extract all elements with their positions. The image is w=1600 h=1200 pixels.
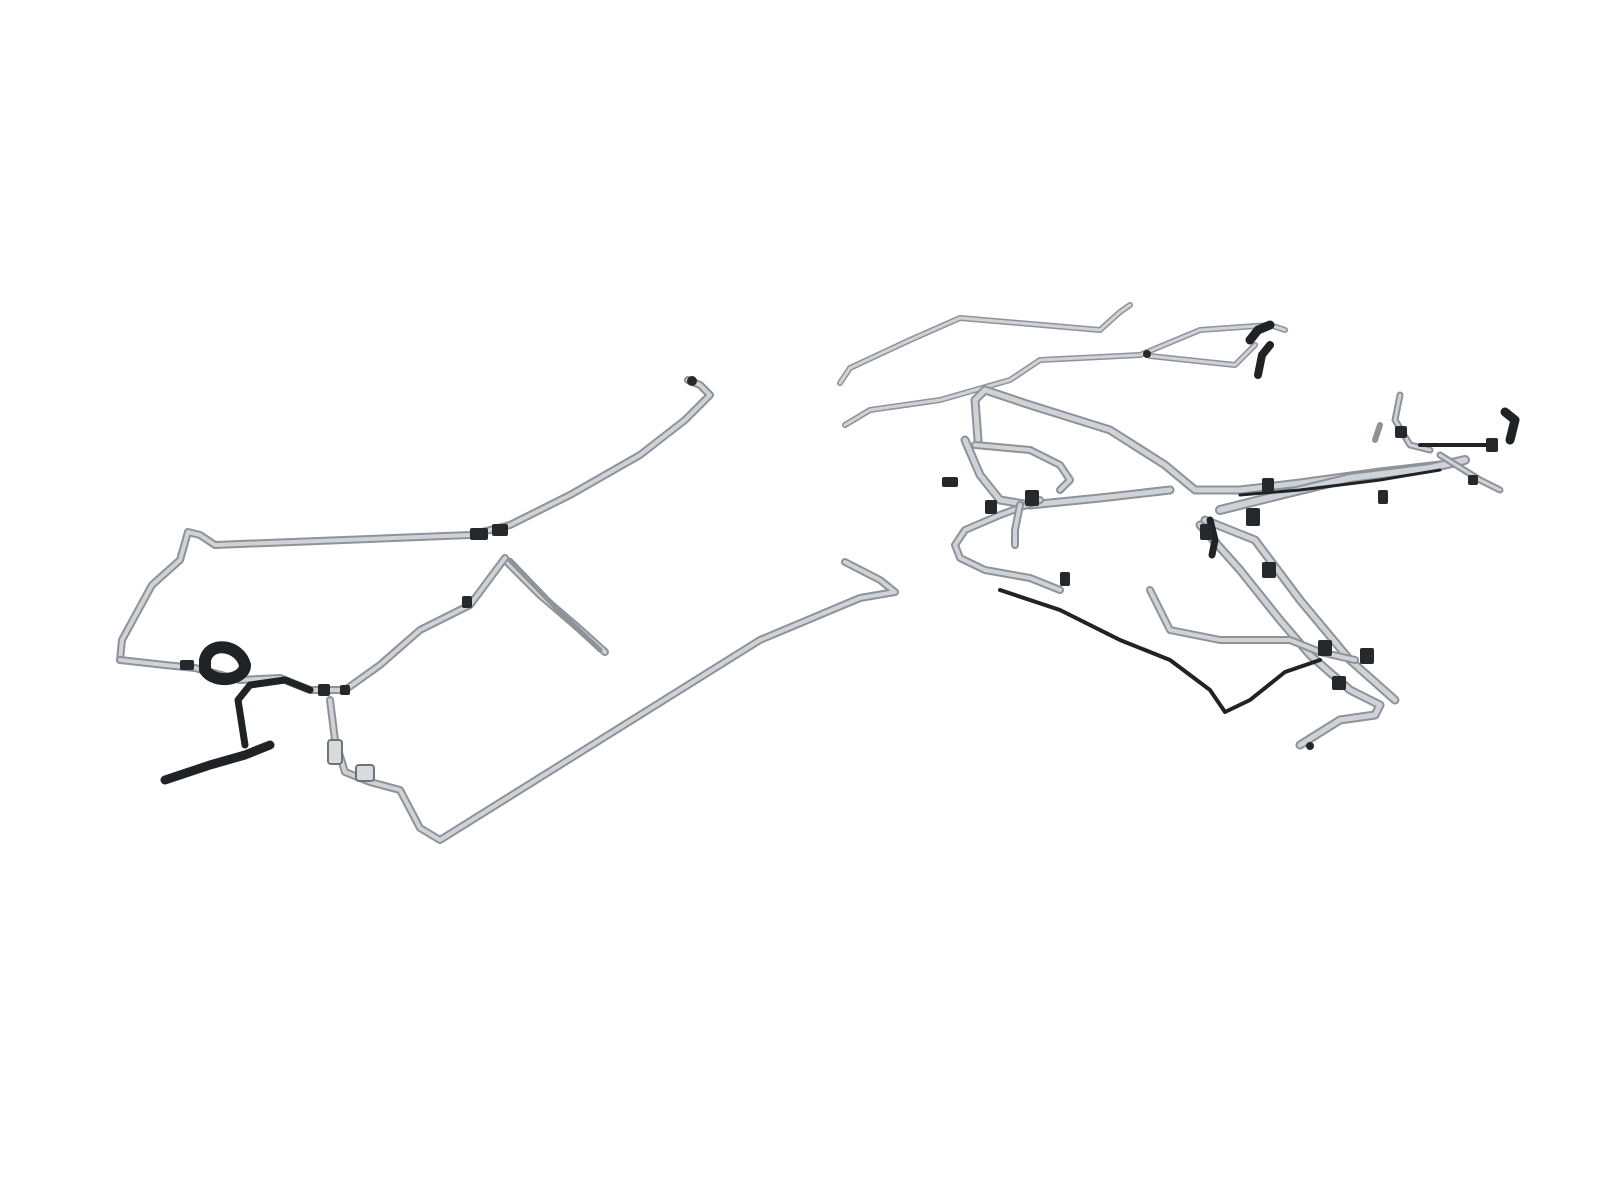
clip (1332, 676, 1346, 690)
clip (1200, 524, 1212, 540)
clip (1262, 478, 1274, 492)
clip (1262, 562, 1276, 578)
clip (462, 596, 472, 608)
upper-thin-lines (837, 302, 1288, 428)
clip (1246, 508, 1260, 526)
clip (1143, 350, 1151, 358)
rubber-hose-section (998, 320, 1520, 714)
clip (1306, 742, 1314, 750)
clip (318, 684, 330, 696)
diagonal-branch-line (501, 556, 609, 656)
front-ac-line-assembly (116, 376, 899, 844)
clip (1378, 490, 1388, 504)
clip (492, 524, 508, 536)
clip (1468, 475, 1478, 485)
upper-refrigerant-line (116, 376, 714, 664)
fitting-clips (942, 350, 1498, 750)
fitting (355, 764, 375, 782)
clip (1025, 490, 1039, 506)
main-bundle-lines (1146, 455, 1470, 750)
lower-refrigerant-line (326, 558, 899, 844)
clip (470, 528, 488, 540)
clip (985, 500, 997, 514)
clip (1060, 572, 1070, 586)
middle-refrigerant-line (116, 554, 509, 694)
rubber-hose-section (160, 641, 314, 785)
large-loop-line (960, 385, 1445, 510)
fitting (327, 739, 343, 765)
side-curved-line (951, 496, 1064, 594)
clip (1486, 438, 1498, 452)
fitting-clips (180, 376, 697, 782)
clip (180, 660, 194, 670)
clip (1360, 648, 1374, 664)
clip (687, 376, 697, 386)
clip (942, 477, 958, 487)
clip (340, 685, 350, 695)
rear-ac-line-bundle (837, 302, 1520, 750)
clip (1395, 426, 1407, 438)
clip (1318, 640, 1332, 656)
